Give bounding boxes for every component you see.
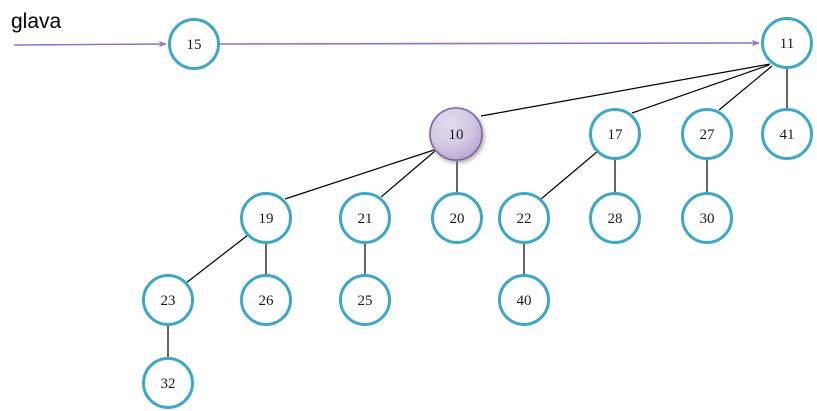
node-circle-25[interactable] <box>339 274 391 326</box>
node-19[interactable]: 19 <box>240 192 292 244</box>
node-23[interactable]: 23 <box>142 274 194 326</box>
node-circle-41[interactable] <box>761 108 813 160</box>
node-32[interactable]: 32 <box>142 357 194 409</box>
node-circle-30[interactable] <box>681 192 733 244</box>
node-circle-22[interactable] <box>498 192 550 244</box>
node-label-20: 20 <box>450 211 465 227</box>
node-circle-15[interactable] <box>168 18 220 70</box>
node-label-26: 26 <box>259 293 275 309</box>
node-20[interactable]: 20 <box>431 192 483 244</box>
node-label-41: 41 <box>780 127 795 143</box>
node-label-15: 15 <box>187 37 202 53</box>
node-circle-11[interactable] <box>761 17 813 69</box>
arrow-15-to-11 <box>219 39 760 47</box>
node-label-19: 19 <box>259 211 274 227</box>
arrows-layer <box>13 39 760 48</box>
edge-n19-n23 <box>185 234 249 284</box>
nodes-layer: 15 11 10 17 27 41 19 21 20 22 28 30 23 26 25 40 32 <box>142 17 813 409</box>
edge-n10-n19 <box>284 149 435 200</box>
node-label-10: 10 <box>449 127 464 143</box>
node-21[interactable]: 21 <box>339 192 391 244</box>
node-circle-26[interactable] <box>240 274 292 326</box>
node-22[interactable]: 22 <box>498 192 550 244</box>
edge-n17-n22 <box>540 150 599 200</box>
node-30[interactable]: 30 <box>681 192 733 244</box>
edge-n11-n10 <box>480 63 771 117</box>
node-15[interactable]: 15 <box>168 18 220 70</box>
node-circle-10[interactable] <box>429 107 483 161</box>
node-label-23: 23 <box>161 293 176 309</box>
node-circle-19[interactable] <box>240 192 292 244</box>
node-label-28: 28 <box>608 211 623 227</box>
node-label-27: 27 <box>700 127 716 143</box>
node-25[interactable]: 25 <box>339 274 391 326</box>
node-label-32: 32 <box>161 376 176 392</box>
node-label-40: 40 <box>517 293 532 309</box>
edge-n11-n17 <box>631 64 770 114</box>
node-circle-17[interactable] <box>589 108 641 160</box>
node-10[interactable]: 10 <box>429 107 483 161</box>
node-label-22: 22 <box>517 211 532 227</box>
node-label-30: 30 <box>700 211 715 227</box>
node-circle-32[interactable] <box>142 357 194 409</box>
arrow-to-15 <box>13 40 167 48</box>
node-label-25: 25 <box>358 293 373 309</box>
edges-layer <box>167 63 788 357</box>
node-11[interactable]: 11 <box>761 17 813 69</box>
node-circle-21[interactable] <box>339 192 391 244</box>
node-40[interactable]: 40 <box>498 274 550 326</box>
node-26[interactable]: 26 <box>240 274 292 326</box>
node-label-11: 11 <box>780 36 794 52</box>
node-41[interactable]: 41 <box>761 108 813 160</box>
node-circle-28[interactable] <box>589 192 641 244</box>
node-circle-23[interactable] <box>142 274 194 326</box>
node-circle-20[interactable] <box>431 192 483 244</box>
root-label-glava: glava <box>11 10 62 33</box>
node-circle-40[interactable] <box>498 274 550 326</box>
edge-n10-n21 <box>380 150 436 198</box>
node-label-17: 17 <box>608 127 624 143</box>
node-17[interactable]: 17 <box>589 108 641 160</box>
node-28[interactable]: 28 <box>589 192 641 244</box>
node-label-21: 21 <box>358 211 373 227</box>
node-27[interactable]: 27 <box>681 108 733 160</box>
edge-n11-n27 <box>718 65 773 111</box>
node-circle-27[interactable] <box>681 108 733 160</box>
